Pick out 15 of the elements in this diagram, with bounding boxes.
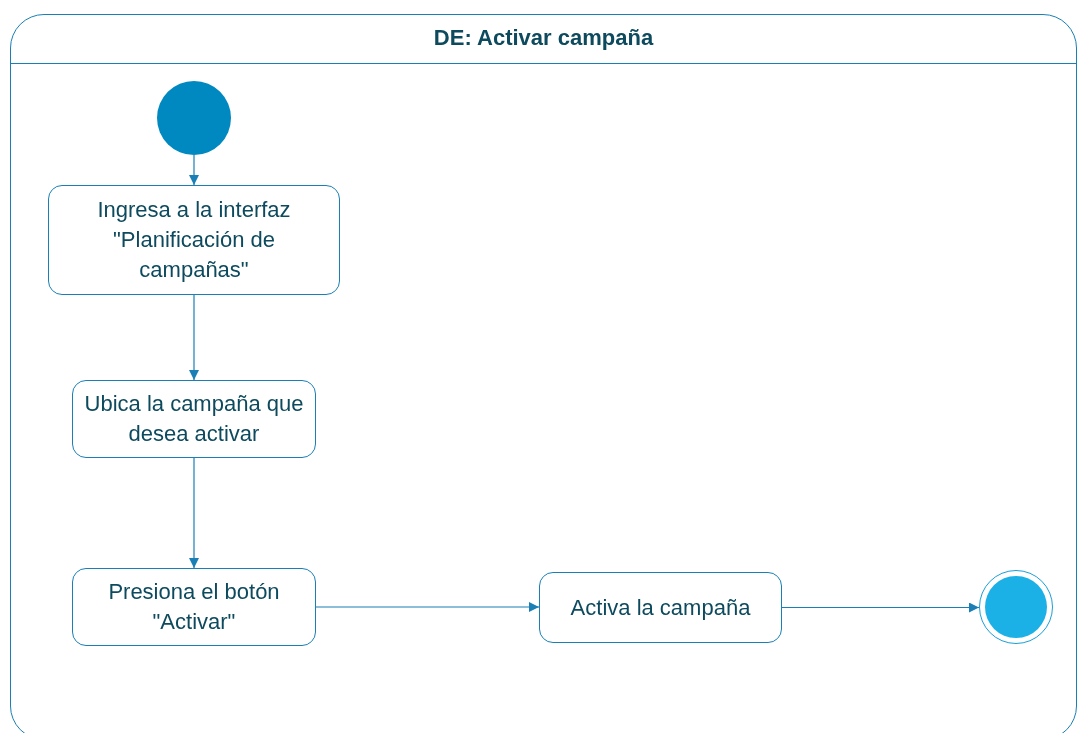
action-box <box>72 380 316 458</box>
state-frame <box>10 14 1077 733</box>
action-label: Ingresa a la interfaz "Planificación de campañas" <box>96 196 292 284</box>
arrow <box>315 602 540 612</box>
arrow <box>189 457 199 569</box>
arrow <box>781 602 980 613</box>
action-box <box>72 568 316 646</box>
arrow <box>189 154 199 186</box>
action-label: Ubica la campaña que desea activar <box>83 390 305 448</box>
frame-title: DE: Activar campaña <box>433 25 654 51</box>
action-box <box>48 185 340 295</box>
action-label: Activa la campaña <box>570 593 751 622</box>
arrow <box>189 294 199 381</box>
action-label: Presiona el botón "Activar" <box>107 578 281 636</box>
action-box <box>539 572 782 643</box>
